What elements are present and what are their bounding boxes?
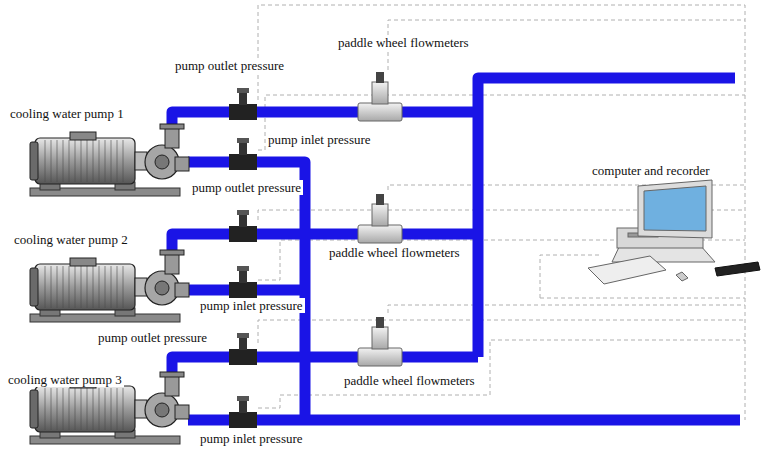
pump-label: cooling water pump 2 <box>12 232 130 247</box>
sensor-label: pump outlet pressure <box>96 330 209 345</box>
sensor-label: pump outlet pressure <box>190 180 303 195</box>
flowmeter-label: paddle wheel flowmeters <box>327 245 462 260</box>
pump-label: cooling water pump 3 <box>6 372 124 387</box>
computer-label: computer and recorder <box>590 163 712 178</box>
pump-label: cooling water pump 1 <box>8 106 126 121</box>
flowmeter-label: paddle wheel flowmeters <box>342 373 477 388</box>
sensor-label: pump outlet pressure <box>173 58 286 73</box>
sensor-label: pump inlet pressure <box>266 132 373 147</box>
sensor-label: pump inlet pressure <box>198 298 305 313</box>
sensor-label: pump inlet pressure <box>198 431 305 446</box>
flowmeter-label: paddle wheel flowmeters <box>336 35 471 50</box>
